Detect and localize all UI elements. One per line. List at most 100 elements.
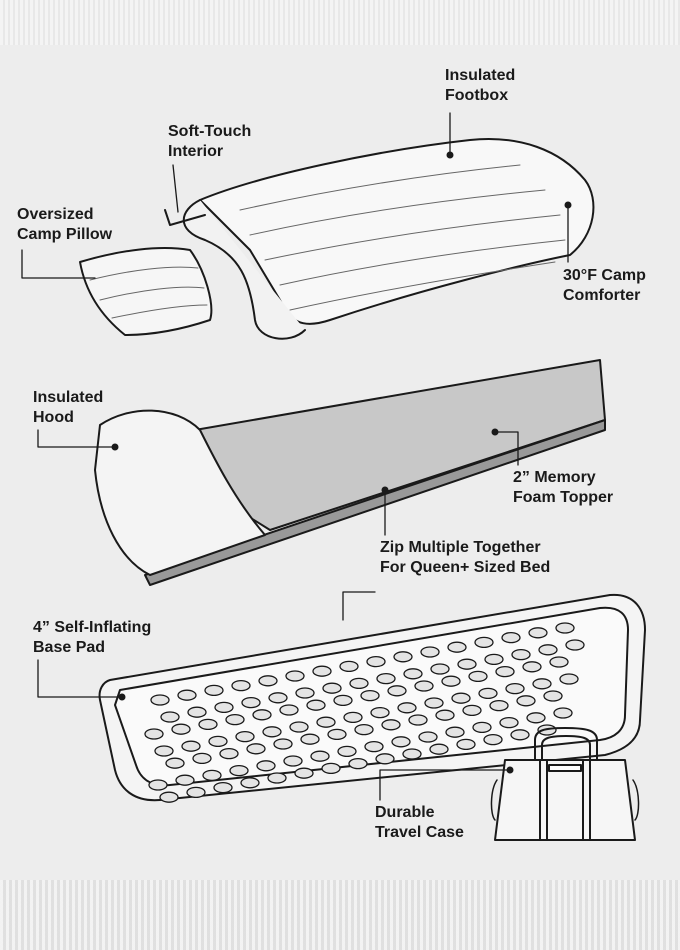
air-cell <box>262 726 282 738</box>
air-cell <box>429 743 449 755</box>
air-cell <box>337 745 357 758</box>
air-cell <box>177 689 197 701</box>
label-line: Footbox <box>445 87 509 104</box>
air-cell <box>258 675 278 687</box>
texture-top <box>0 0 680 45</box>
air-cell <box>343 711 363 724</box>
air-cell <box>295 687 315 699</box>
air-cell <box>354 723 374 736</box>
label-line: 30°F Camp <box>563 267 646 284</box>
air-cell <box>511 648 531 661</box>
air-cell <box>565 639 585 651</box>
air-cell <box>462 704 482 717</box>
air-cell <box>202 769 222 782</box>
air-cell <box>397 702 417 714</box>
air-cell <box>192 752 212 765</box>
air-cell <box>181 740 201 752</box>
air-cell <box>246 743 266 755</box>
air-cell <box>187 706 207 718</box>
air-cell <box>322 682 342 694</box>
air-cell <box>160 711 180 723</box>
air-cell <box>472 721 492 734</box>
texture-bottom <box>0 880 680 950</box>
label-line: Interior <box>168 143 224 160</box>
air-cell <box>522 661 542 673</box>
air-cell <box>408 714 428 726</box>
air-cell <box>538 644 558 656</box>
air-cell <box>447 641 467 653</box>
air-cell <box>154 745 174 757</box>
air-cell <box>268 692 288 704</box>
air-cell <box>532 678 552 690</box>
label-line: Comforter <box>563 287 641 304</box>
air-cell <box>468 670 488 683</box>
air-cell <box>559 673 579 685</box>
air-cell <box>333 694 353 707</box>
air-cell <box>225 713 245 726</box>
air-cell <box>526 712 546 724</box>
air-cell <box>150 694 170 706</box>
air-cell <box>478 687 498 700</box>
air-cell <box>213 781 233 794</box>
air-cell <box>240 777 260 789</box>
air-cell <box>457 658 477 670</box>
air-cell <box>214 701 234 714</box>
air-cell <box>456 738 476 751</box>
air-cell <box>364 740 384 753</box>
air-cell <box>402 748 422 760</box>
air-cell <box>235 730 255 743</box>
air-cell <box>381 719 401 731</box>
air-cell <box>483 733 503 746</box>
air-cell <box>273 738 293 750</box>
air-cell <box>474 636 494 649</box>
air-cell <box>186 786 206 799</box>
air-cell <box>339 660 359 673</box>
leader-lines <box>21 112 569 801</box>
air-cell <box>555 622 575 634</box>
air-cell <box>267 772 287 784</box>
air-cell <box>316 716 336 728</box>
air-cell <box>279 704 299 716</box>
air-cell <box>370 706 390 719</box>
air-cell <box>505 682 525 695</box>
air-cell <box>391 736 411 748</box>
pillow-drawing <box>79 247 213 336</box>
air-cell <box>366 655 386 668</box>
label-line: Insulated <box>33 389 104 406</box>
air-cell <box>300 733 320 745</box>
air-cell <box>327 728 347 741</box>
air-cell <box>256 760 276 772</box>
label-line: Base Pad <box>33 639 106 656</box>
label-line: 4” Self-Inflating <box>33 619 152 636</box>
air-cell <box>420 646 440 658</box>
air-cell <box>349 677 369 690</box>
air-cell <box>159 791 179 803</box>
air-cell <box>418 731 438 743</box>
air-cell <box>489 699 509 712</box>
air-cell <box>414 680 434 692</box>
label-line: Insulated <box>445 67 516 84</box>
air-cell <box>348 757 368 770</box>
air-cell <box>241 696 261 709</box>
air-cell <box>501 631 521 644</box>
label-line: Oversized <box>17 206 94 223</box>
air-cell <box>424 697 444 709</box>
air-cell <box>451 692 471 704</box>
label-line: 2” Memory <box>513 469 596 486</box>
air-cell <box>393 651 413 663</box>
air-cell <box>229 764 249 777</box>
air-cell <box>549 656 569 668</box>
label-line: For Queen+ Sized Bed <box>380 559 551 576</box>
air-cell <box>543 690 563 702</box>
air-cell <box>430 663 450 675</box>
air-cell <box>403 668 423 680</box>
travel-case-drawing <box>490 727 640 841</box>
air-cell <box>231 679 251 692</box>
